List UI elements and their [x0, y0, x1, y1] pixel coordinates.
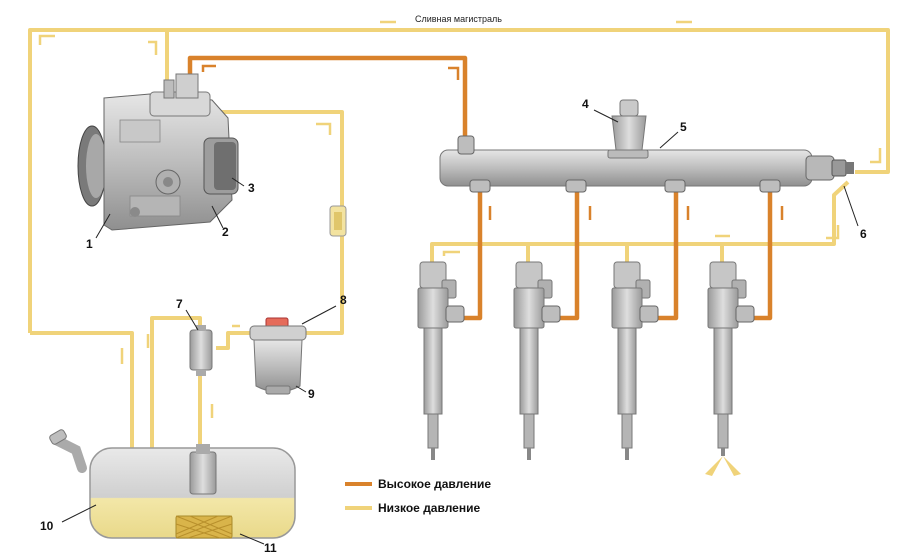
legend: Высокое давление Низкое давление — [345, 477, 491, 515]
label-11: 11 — [264, 541, 277, 555]
fuel-tank — [49, 429, 296, 539]
return-line-label: Сливная магистраль — [415, 14, 502, 24]
return-valve — [189, 325, 213, 376]
label-5: 5 — [680, 120, 687, 134]
legend-low-pressure-label: Низкое давление — [378, 501, 480, 515]
low-pressure-arrows — [38, 20, 882, 418]
fuel-rail — [439, 99, 854, 193]
label-6: 6 — [860, 227, 867, 241]
label-4: 4 — [582, 97, 589, 111]
label-3: 3 — [248, 181, 255, 195]
legend-high-pressure-label: Высокое давление — [378, 477, 491, 491]
injector-2 — [513, 261, 561, 460]
leader-lines — [61, 109, 859, 545]
spray-icon — [705, 456, 741, 476]
injectors — [417, 261, 755, 476]
high-pressure-lines — [187, 55, 773, 321]
injector-4 — [705, 261, 755, 476]
label-7: 7 — [176, 297, 183, 311]
label-2: 2 — [222, 225, 229, 239]
label-10: 10 — [40, 519, 54, 533]
label-1: 1 — [86, 237, 93, 251]
fuel-filter — [249, 205, 347, 395]
high-pressure-arrows — [201, 64, 784, 220]
injector-3 — [611, 261, 659, 460]
injector-1 — [417, 261, 465, 460]
label-8: 8 — [340, 293, 347, 307]
label-9: 9 — [308, 387, 315, 401]
high-pressure-pump — [77, 73, 239, 231]
